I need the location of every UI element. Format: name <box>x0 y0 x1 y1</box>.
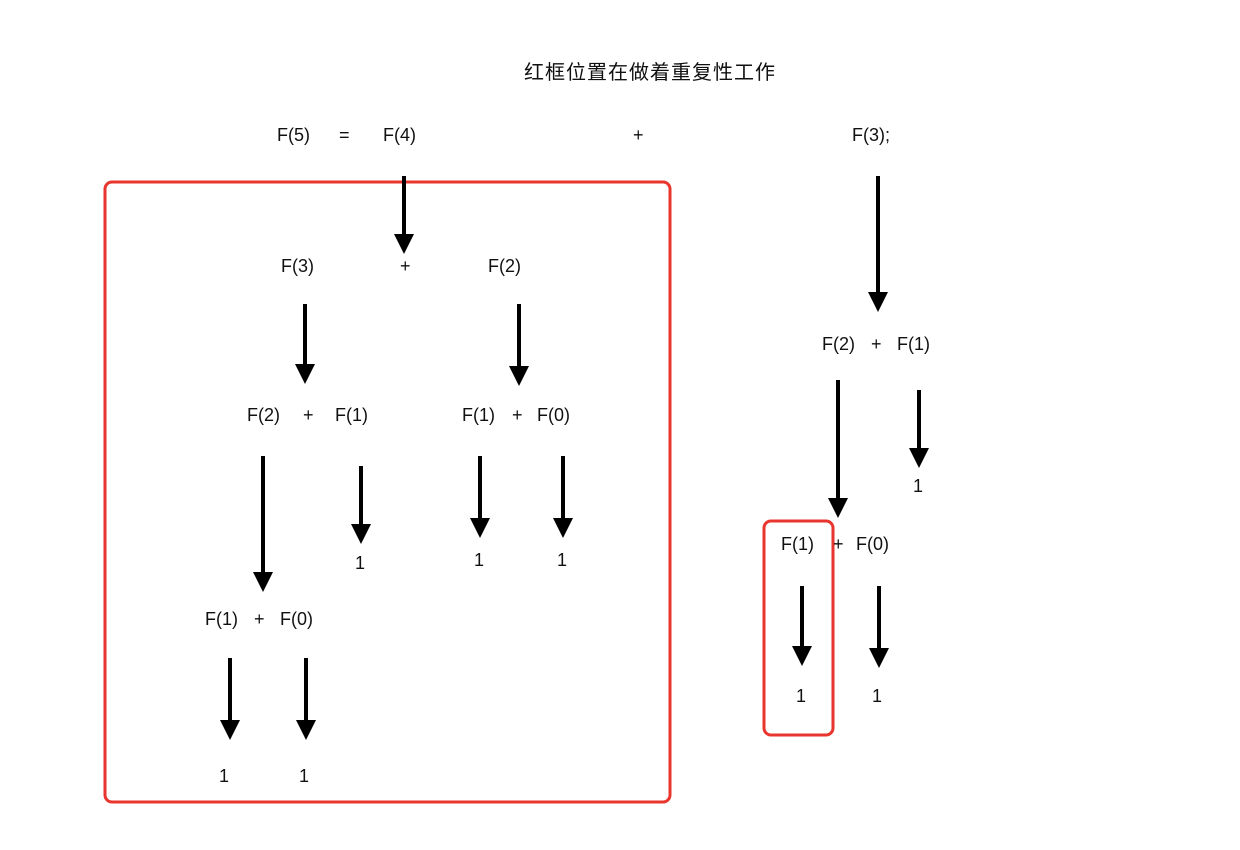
node-f3-right: F(3); <box>852 125 890 145</box>
node-f0-mid: F(0) <box>537 405 570 425</box>
leaf-value: 1 <box>557 550 568 570</box>
node-f0-bottom: F(0) <box>280 609 313 629</box>
plus-sign-top: + <box>633 125 644 145</box>
plus-sign: + <box>400 256 411 276</box>
plus-sign: + <box>833 534 844 554</box>
plus-sign: + <box>303 405 314 425</box>
equals-sign: = <box>339 125 350 145</box>
plus-sign: + <box>512 405 523 425</box>
plus-sign: + <box>871 334 882 354</box>
leaf-value: 1 <box>355 553 366 573</box>
node-f1-mid: F(1) <box>462 405 495 425</box>
plus-sign: + <box>254 609 265 629</box>
node-f1-right: F(1) <box>897 334 930 354</box>
leaf-value: 1 <box>219 766 230 786</box>
node-f3-left: F(3) <box>281 256 314 276</box>
leaf-value: 1 <box>474 550 485 570</box>
node-f5: F(5) <box>277 125 310 145</box>
node-f2-mid: F(2) <box>488 256 521 276</box>
node-f1-left: F(1) <box>335 405 368 425</box>
diagram-title: 红框位置在做着重复性工作 <box>524 62 776 84</box>
node-f0-rightbottom: F(0) <box>856 534 889 554</box>
node-f2-right: F(2) <box>822 334 855 354</box>
node-f1-bottom: F(1) <box>205 609 238 629</box>
node-f1-rightbottom: F(1) <box>781 534 814 554</box>
highlight-box-left <box>103 180 672 804</box>
leaf-value: 1 <box>913 476 924 496</box>
node-f2-left: F(2) <box>247 405 280 425</box>
leaf-value: 1 <box>872 686 883 706</box>
leaf-value: 1 <box>796 686 807 706</box>
highlight-box-right <box>762 519 835 737</box>
node-f4: F(4) <box>383 125 416 145</box>
leaf-value: 1 <box>299 766 310 786</box>
